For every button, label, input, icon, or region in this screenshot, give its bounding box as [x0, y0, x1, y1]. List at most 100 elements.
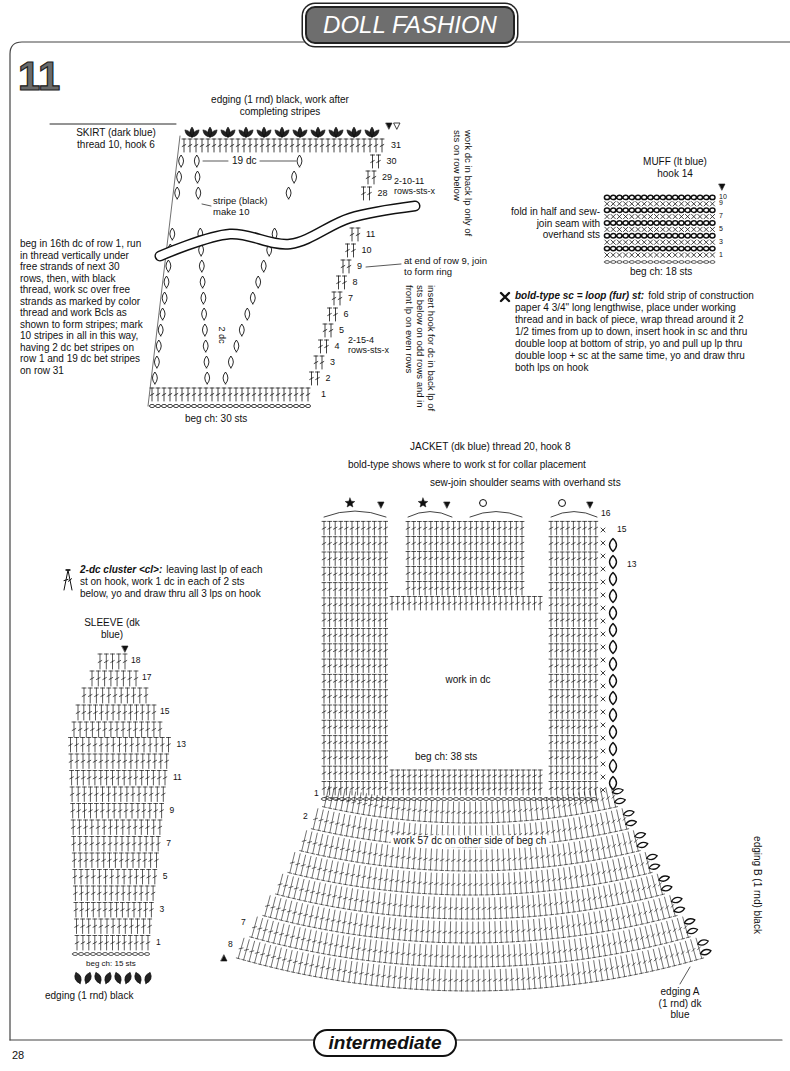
double-crochet-stitches — [150, 139, 384, 401]
jacket-chart — [321, 498, 616, 801]
muff-chart — [501, 184, 725, 301]
leader-line — [202, 204, 211, 206]
row-number: 28 — [378, 188, 388, 198]
end-marker — [122, 646, 128, 652]
row-number: 30 — [387, 156, 397, 166]
end-marker — [221, 955, 227, 961]
foundation-note: beg ch: 15 sts — [86, 959, 136, 968]
part-title: JACKET (dk blue) thread 20, hook 8 — [410, 441, 570, 453]
edging-loops — [75, 972, 151, 983]
start-marker — [394, 123, 400, 129]
double-crochet-stitches — [69, 654, 171, 950]
leader-line — [203, 161, 228, 162]
frame-line — [10, 42, 790, 1040]
break-line — [160, 206, 415, 256]
instruction: at end of row 9, join to form ring — [404, 256, 496, 278]
instruction: work 57 dc on other side of beg ch — [391, 835, 550, 847]
foundation-note: beg ch: 38 sts — [415, 751, 477, 763]
foundation-chain — [321, 797, 596, 800]
row-number: 7 — [166, 839, 171, 849]
instruction: fold in half and sew-join seam with over… — [503, 206, 600, 241]
instruction: edging (1 rnd) black, work after complet… — [205, 94, 355, 117]
row-number: 29 — [382, 172, 392, 182]
section-banner: DOLL FASHION — [305, 6, 515, 44]
sleeve-chart — [64, 570, 171, 984]
row-number: 11 — [366, 229, 375, 239]
leader-line — [260, 161, 296, 162]
row-number: 9 — [357, 261, 362, 271]
row-number: 10 — [362, 245, 372, 255]
instruction: bold-type shows where to work st for col… — [348, 459, 586, 471]
row-number: 5 — [339, 325, 344, 335]
row-number: 5 — [163, 872, 168, 882]
instruction: edging (1 rnd) black — [45, 990, 133, 1002]
double-crochet-stitches — [236, 787, 703, 992]
stitch-count: 19 dc — [232, 155, 256, 167]
row-note: 2-10-11 rows-sts-x — [394, 176, 446, 197]
row-number: 6 — [344, 309, 349, 319]
row-number: 13 — [627, 560, 636, 570]
row-number: 5 — [719, 225, 723, 233]
instruction: insert hook for dc in back lp of sts bel… — [404, 285, 437, 425]
instruction: work dc in back lp only of sts on row be… — [451, 130, 473, 250]
row-note: 2-15-4 rows-sts-x — [348, 335, 398, 356]
row-number: 2 — [326, 373, 331, 383]
row-number: 7 — [719, 212, 723, 220]
page-number: 28 — [12, 1049, 24, 1062]
stripe-bullion-clusters — [152, 155, 302, 384]
collar-arcs — [324, 511, 597, 517]
row-number: 13 — [177, 740, 186, 750]
leader-line — [680, 967, 690, 984]
page-frame — [10, 42, 790, 1040]
row-number: 1 — [719, 251, 723, 259]
row-number: 2 — [303, 812, 308, 822]
node-text: DOLL FASHION — [323, 11, 497, 39]
row-number: 4 — [335, 341, 340, 351]
collar-circle — [480, 500, 566, 507]
row-number: 16 — [601, 509, 610, 519]
row-number: 9 — [719, 199, 723, 207]
row-number: 3 — [719, 238, 723, 246]
break-line — [160, 206, 415, 256]
row-number: 7 — [241, 918, 246, 928]
row-number: 17 — [142, 673, 151, 683]
leader-line — [50, 124, 176, 125]
row-number: 15 — [617, 525, 626, 535]
loop-stitches — [604, 195, 715, 251]
row-number: 8 — [353, 277, 358, 287]
legend-term: 2-dc cluster <cl>: — [80, 564, 162, 575]
part-title: MUFF (lt blue) hook 14 — [635, 156, 715, 179]
row-number: 9 — [170, 806, 175, 816]
end-marker — [378, 502, 593, 508]
part-title: SLEEVE (dk blue) — [78, 617, 146, 640]
row-number: 7 — [348, 293, 353, 303]
end-marker — [719, 184, 725, 190]
collar-star — [345, 498, 428, 507]
edging-shells — [185, 127, 379, 137]
instruction: sew-join shoulder seams with overhand st… — [430, 477, 621, 489]
chart-number: 11 — [18, 56, 60, 96]
instruction: beg in 16th dc of row 1, run in thread v… — [20, 238, 145, 376]
part-label: stripe (black) make 10 — [213, 196, 283, 218]
loop-stitch-symbol — [501, 293, 509, 301]
row-number: 1 — [156, 938, 161, 948]
row-number: 3 — [330, 357, 335, 367]
end-marker — [386, 123, 392, 129]
foundation-note: beg ch: 30 sts — [185, 413, 247, 425]
skirt-edge — [148, 136, 180, 406]
foundation-chain — [149, 404, 310, 407]
single-crochet-stitches — [601, 528, 605, 792]
instruction: work in dc — [445, 674, 490, 686]
row-number: 8 — [228, 940, 233, 950]
node-text: intermediate — [329, 1032, 442, 1054]
note-paragraph: bold-type sc = loop (fur) st:fold strip … — [515, 290, 760, 374]
row-number: 1 — [314, 789, 319, 799]
part-title: SKIRT (dark blue) thread 10, hook 6 — [62, 127, 170, 150]
row-number: 31 — [391, 140, 401, 150]
double-crochet-stitches — [322, 521, 598, 795]
instruction: edging A (1 rnd) dk blue — [656, 986, 704, 1021]
cluster-symbol — [64, 570, 72, 590]
foundation-note: beg ch: 18 sts — [630, 266, 692, 278]
instruction: edging B (1 rnd) black — [751, 836, 763, 934]
